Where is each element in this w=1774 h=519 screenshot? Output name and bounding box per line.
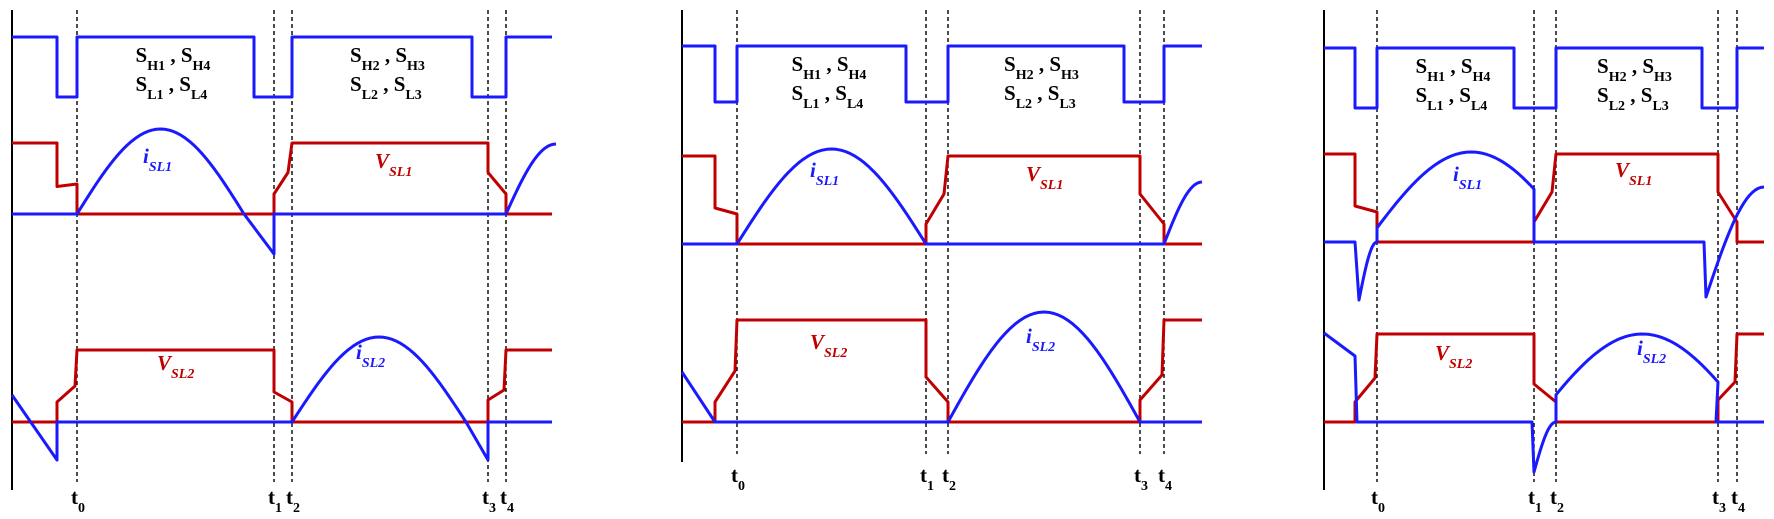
vsl1-waveform [682,154,1202,246]
gate-signal [682,44,1202,104]
label-vsl2: VSL2 [1435,341,1472,372]
vsl2-waveform [682,318,1202,424]
time-mark-t0: t0 [731,463,745,494]
label-vsl1: VSL1 [1026,162,1063,193]
label-isl2: iSL2 [1026,324,1055,355]
isl2-waveform [10,335,552,462]
time-mark-t0: t0 [1371,485,1385,516]
label-isl2: iSL2 [356,340,385,371]
label-vsl2: VSL2 [810,330,847,361]
switch-label-sl1-sl4: SL1 , SL4 [1416,83,1488,114]
time-mark-t4: t4 [1731,485,1745,516]
isl1-waveform [682,147,1203,246]
time-mark-t3: t3 [1134,463,1148,494]
label-vsl1: VSL1 [1615,158,1652,189]
switch-label-sl2-sl3: SL2 , SL3 [350,72,422,103]
switch-label-sl2-sl3: SL2 , SL3 [1004,81,1076,112]
switch-label-sh1-sh4: SH1 , SH4 [792,52,867,83]
time-mark-t3: t3 [482,485,496,516]
label-isl1: iSL1 [1453,162,1482,193]
label-isl1: iSL1 [143,144,172,175]
label-isl1: iSL1 [810,158,839,189]
vsl2-waveform [1324,332,1764,424]
switch-label-sh1-sh4: SH1 , SH4 [1416,54,1491,85]
isl2-waveform [680,310,1202,424]
time-mark-t2: t2 [1550,485,1564,516]
vsl1-waveform [1324,152,1764,244]
vsl1-waveform [12,141,552,216]
time-mark-t2: t2 [286,485,300,516]
time-mark-t4: t4 [1158,463,1172,494]
switch-label-sl1-sl4: SL1 , SL4 [792,81,864,112]
label-isl2: iSL2 [1637,336,1666,367]
time-mark-t1: t1 [268,485,282,516]
time-mark-t3: t3 [1712,485,1726,516]
switch-label-sh2-sh3: SH2 , SH3 [1597,54,1672,85]
vsl2-waveform [12,348,552,424]
isl1-waveform [1324,150,1765,302]
label-vsl2: VSL2 [157,351,194,382]
time-mark-t1: t1 [920,463,934,494]
time-mark-t4: t4 [500,485,514,516]
switch-label-sh1-sh4: SH1 , SH4 [136,43,211,74]
switch-label-sl2-sl3: SL2 , SL3 [1597,83,1669,114]
isl2-waveform [1323,331,1764,474]
time-mark-t2: t2 [942,463,956,494]
switch-label-sh2-sh3: SH2 , SH3 [350,43,425,74]
time-mark-t0: t0 [71,485,85,516]
gate-signal [1324,46,1764,110]
label-vsl1: VSL1 [375,149,412,180]
isl1-waveform [12,127,557,256]
gate-signal [12,35,552,99]
switch-label-sl1-sl4: SL1 , SL4 [136,72,208,103]
switch-label-sh2-sh3: SH2 , SH3 [1004,52,1079,83]
time-mark-t1: t1 [1528,485,1542,516]
